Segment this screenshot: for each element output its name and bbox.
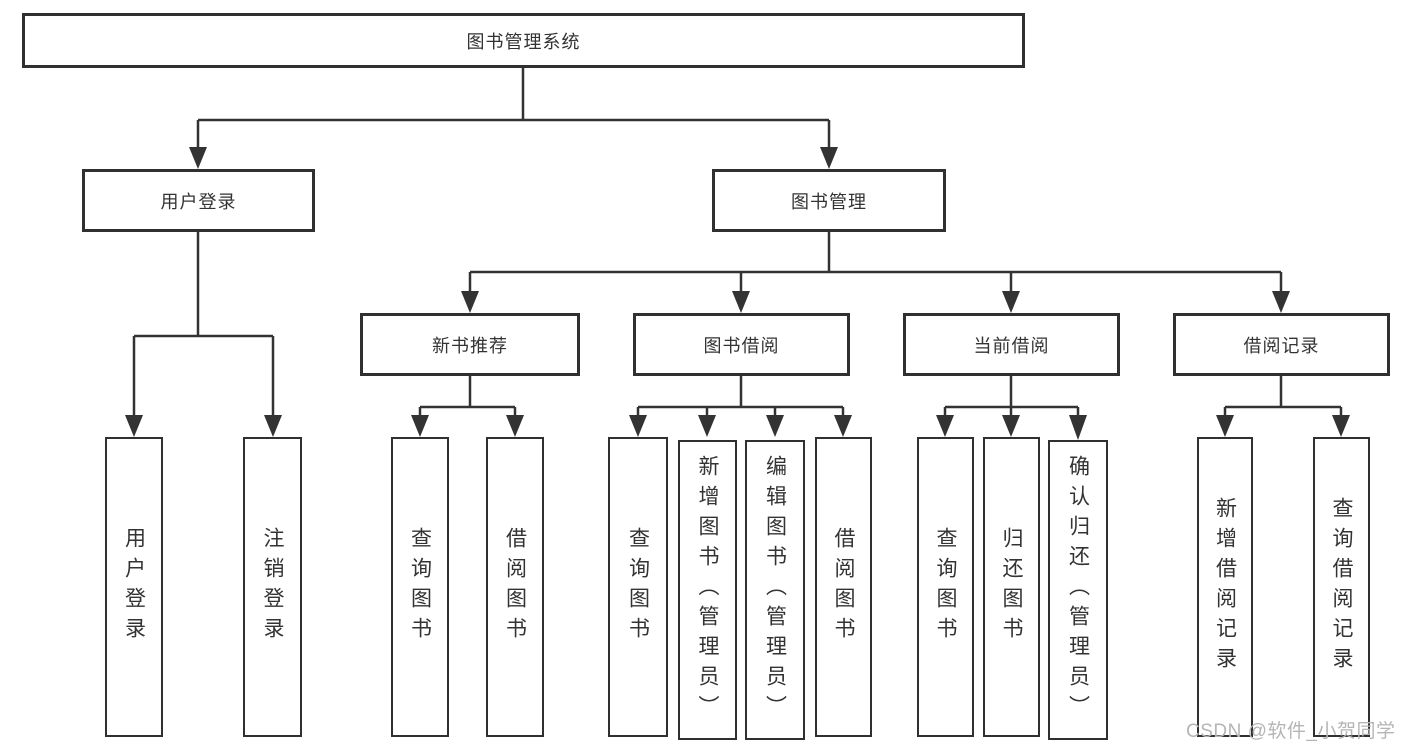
node-borrowing-records: 借阅记录 (1173, 313, 1390, 376)
leaf-borrow-books-2: 借阅图书 (815, 437, 872, 737)
leaf-query-books-3: 查询图书 (917, 437, 974, 737)
connector-root-to-level2 (196, 68, 831, 148)
leaf-add-borrow-record-label: 新增借阅记录 (1213, 497, 1237, 677)
leaf-add-books-admin-label: 新增图书（管理员） (696, 455, 719, 725)
arrowheads-bookborrow-to-leaves (629, 415, 852, 437)
arrowheads-bookmgmt-to-level3 (461, 291, 1290, 313)
leaf-user-login-label: 用户登录 (122, 527, 146, 647)
leaf-user-login: 用户登录 (105, 437, 163, 737)
csdn-watermark: CSDN @软件_小贺同学 (1186, 721, 1396, 742)
leaf-query-books-2: 查询图书 (608, 437, 668, 737)
connector-newbook-to-leaves (418, 376, 517, 416)
node-user-login: 用户登录 (82, 169, 315, 232)
leaf-query-books-3-label: 查询图书 (934, 527, 957, 647)
node-current-borrowing: 当前借阅 (903, 313, 1120, 376)
leaf-add-books-admin: 新增图书（管理员） (678, 440, 737, 740)
node-new-book-recommend: 新书推荐 (360, 313, 580, 376)
leaf-return-books-label: 归还图书 (1000, 527, 1023, 647)
leaf-borrow-books-1: 借阅图书 (486, 437, 544, 737)
leaf-query-borrow-record-label: 查询借阅记录 (1330, 497, 1353, 677)
leaf-logout-label: 注销登录 (261, 527, 284, 647)
leaf-borrow-books-1-label: 借阅图书 (503, 527, 527, 647)
leaf-return-books: 归还图书 (983, 437, 1040, 737)
leaf-add-borrow-record: 新增借阅记录 (1197, 437, 1253, 737)
arrowheads-borrowrecord-to-leaves (1216, 415, 1350, 437)
arrowheads-root-to-level2 (189, 147, 838, 169)
node-book-management: 图书管理 (712, 169, 946, 232)
leaf-query-books-2-label: 查询图书 (626, 527, 650, 647)
connector-currentborrow-to-leaves (943, 376, 1080, 416)
leaf-logout: 注销登录 (243, 437, 302, 737)
leaf-confirm-return-admin-label: 确认归还（管理员） (1066, 455, 1090, 725)
connector-bookmgmt-to-level3 (468, 232, 1283, 292)
leaf-edit-books-admin: 编辑图书（管理员） (745, 440, 805, 740)
node-root-library-system: 图书管理系统 (22, 13, 1025, 68)
connector-userlogin-to-leaves (132, 232, 275, 416)
arrowheads-userlogin-to-leaves (125, 415, 282, 437)
arrowheads-newbook-to-leaves (411, 415, 524, 437)
leaf-query-borrow-record: 查询借阅记录 (1313, 437, 1370, 737)
connector-borrowrecord-to-leaves (1223, 376, 1343, 416)
node-book-borrowing: 图书借阅 (633, 313, 850, 376)
leaf-confirm-return-admin: 确认归还（管理员） (1048, 440, 1108, 740)
connector-bookborrow-to-leaves (636, 376, 845, 416)
leaf-borrow-books-2-label: 借阅图书 (832, 527, 855, 647)
leaf-edit-books-admin-label: 编辑图书（管理员） (763, 455, 787, 725)
leaf-query-books-1: 查询图书 (391, 437, 449, 737)
leaf-query-books-1-label: 查询图书 (408, 527, 432, 647)
